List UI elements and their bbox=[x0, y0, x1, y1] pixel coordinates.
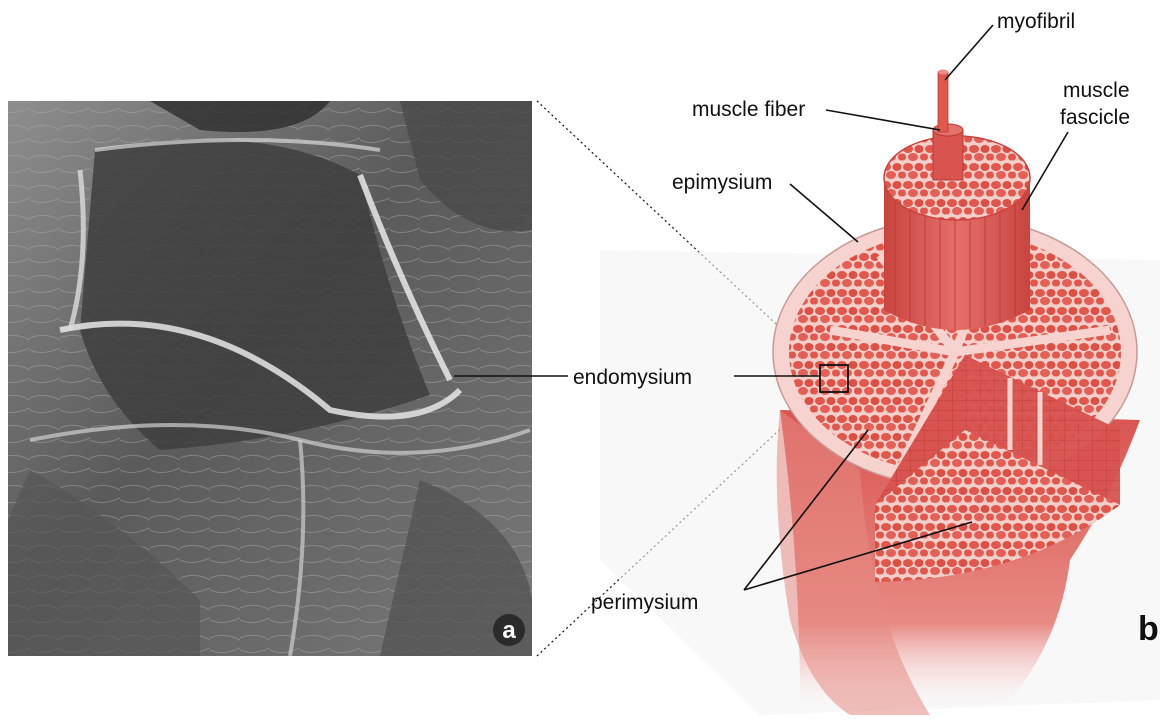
epimysium-leader bbox=[790, 184, 858, 242]
label-muscle-fiber: muscle fiber bbox=[692, 98, 805, 121]
label-muscle-fascicle-2: fascicle bbox=[1060, 106, 1130, 129]
label-muscle-fascicle-1: muscle bbox=[1063, 79, 1130, 102]
myofibril-shape bbox=[938, 70, 948, 75]
panel-b-label: b bbox=[1138, 610, 1159, 648]
muscle-illustration-panel: b bbox=[600, 70, 1160, 716]
myofibril-leader bbox=[945, 25, 993, 80]
label-perimysium: perimysium bbox=[591, 591, 698, 614]
label-epimysium: epimysium bbox=[672, 171, 772, 194]
label-myofibril: myofibril bbox=[997, 10, 1075, 33]
label-endomysium: endomysium bbox=[573, 366, 692, 389]
panel-a-label: a bbox=[502, 617, 516, 644]
muscle-fiber-leader bbox=[826, 110, 940, 130]
sem-micrograph-panel: a bbox=[8, 101, 532, 656]
